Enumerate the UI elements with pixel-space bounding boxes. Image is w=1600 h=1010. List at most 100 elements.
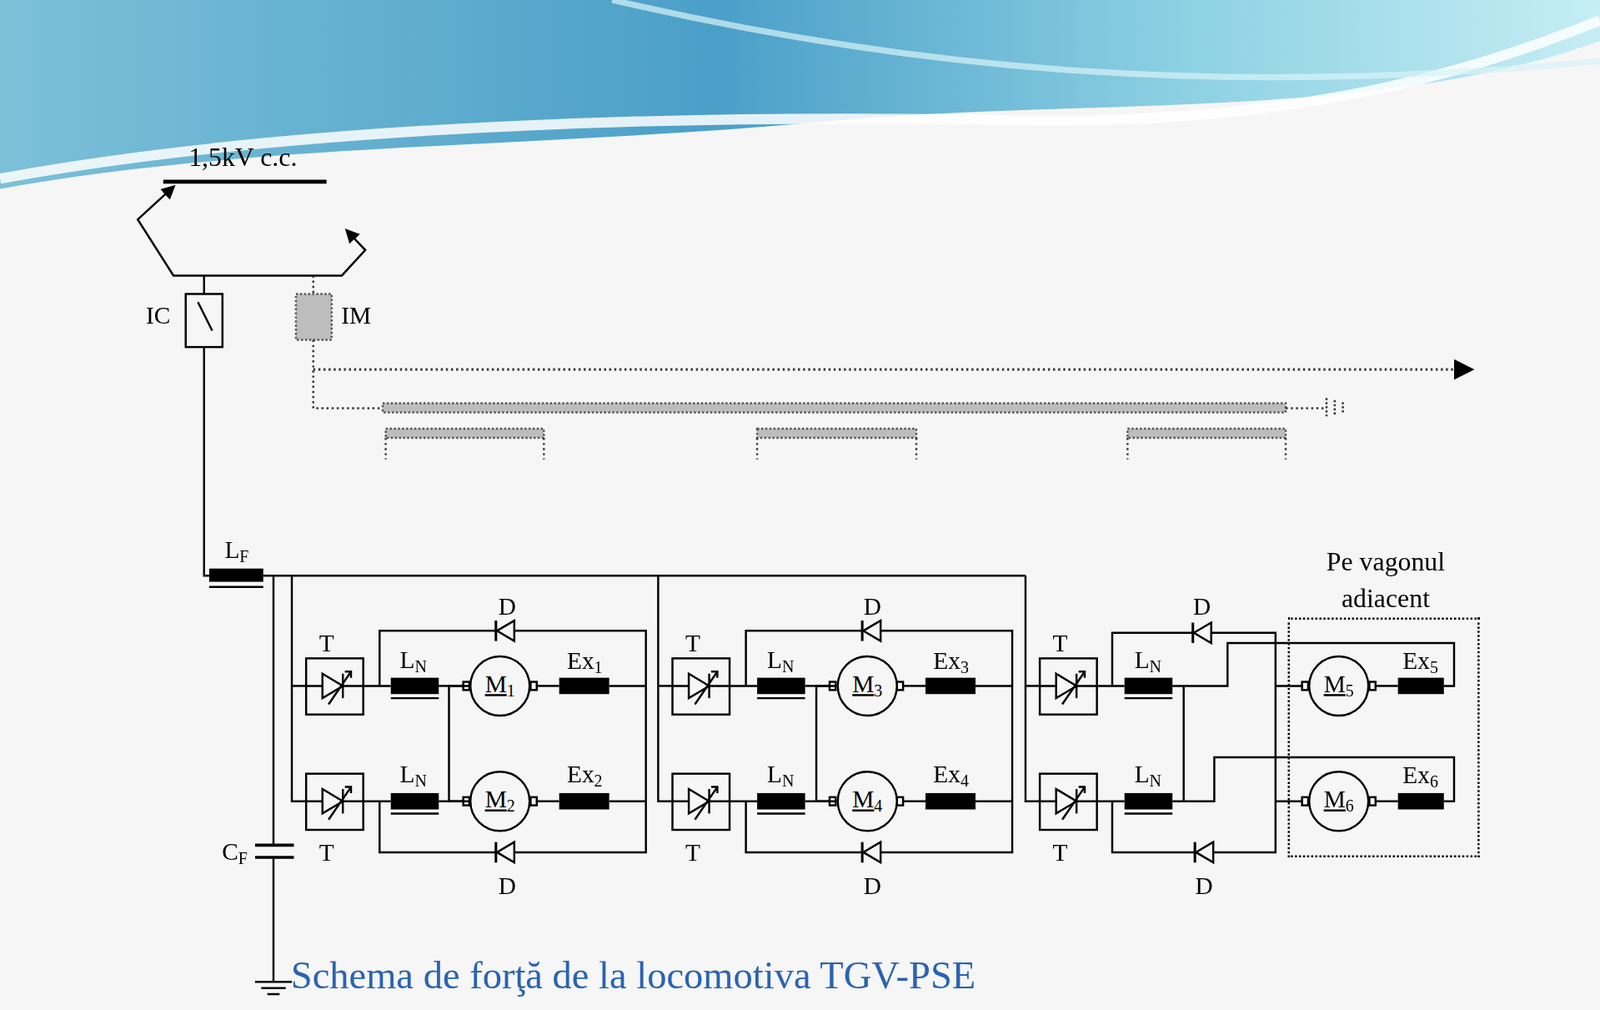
wire [975, 800, 1013, 803]
subscript: 4 [960, 770, 969, 790]
auxiliary-switch [295, 293, 332, 340]
subscript: 6 [1345, 796, 1355, 816]
auxiliary-bus [386, 428, 545, 438]
wire [1025, 575, 1040, 801]
motor-label: M5 [1324, 672, 1355, 701]
symbol-letter: M [852, 786, 874, 813]
motor-circle: M4 [837, 770, 898, 832]
thyristor-box [672, 657, 731, 714]
component-label: IC [145, 302, 171, 327]
motor-terminal [530, 682, 537, 691]
wire [915, 437, 918, 460]
symbol-letter: L [399, 646, 415, 673]
component-label: T [319, 839, 335, 864]
wire [291, 684, 306, 687]
component-label: CF [221, 838, 248, 868]
thyristor-gate [1062, 787, 1085, 820]
inductor-symbol [1124, 792, 1174, 810]
thyristor-gate [1078, 787, 1085, 793]
excitation-winding [925, 677, 976, 695]
subscript: 6 [1429, 772, 1439, 792]
thyristor-gate [345, 787, 352, 793]
breaker-contact [197, 301, 212, 331]
wire [1285, 406, 1325, 409]
inductor-symbol [757, 792, 806, 810]
subscript: N [782, 656, 794, 676]
excitation-winding [559, 792, 610, 810]
ground-symbol [1341, 401, 1344, 415]
component-label: Ex6 [1402, 762, 1439, 792]
component-label: Ex4 [932, 761, 969, 790]
banner-swoosh [611, 0, 1600, 78]
slide-title: Schema de forţă de la locomotiva TGV-PSE [290, 953, 976, 997]
subscript: N [782, 770, 794, 790]
inductor-symbol [757, 677, 806, 695]
thyristor-gate [345, 671, 352, 678]
thyristor-gate [1078, 671, 1085, 678]
subscript: 2 [594, 770, 603, 790]
component-label: T [1053, 839, 1069, 864]
wire [1375, 800, 1399, 803]
inductor-symbol [391, 677, 440, 695]
auxiliary-bus [382, 402, 1286, 412]
region-heading: Pe vagonul adiacent [1284, 543, 1489, 617]
wire [756, 437, 758, 460]
subscript: F [239, 546, 249, 566]
component-label: T [1053, 630, 1069, 655]
component-label: LN [1134, 761, 1162, 790]
subscript: 4 [873, 796, 883, 816]
ground-symbol [1325, 397, 1328, 418]
symbol-letter: Ex [566, 647, 595, 674]
wire [1375, 684, 1399, 687]
subscript: N [414, 656, 427, 676]
component-label: IM [341, 302, 372, 327]
symbol-letter: M [485, 670, 507, 698]
subscript: 1 [594, 657, 603, 678]
subscript: 3 [960, 657, 969, 678]
inductor-core [757, 812, 806, 814]
component-label: T [685, 839, 701, 864]
component-label: Ex3 [932, 648, 969, 678]
symbol-letter: M [1324, 786, 1346, 813]
catenary [163, 179, 327, 184]
filter-inductor [209, 568, 264, 582]
banner [0, 0, 1600, 189]
wire [1112, 632, 1276, 853]
thyristor-gate [1062, 671, 1085, 704]
motor-terminal [530, 797, 537, 806]
symbol-letter: Ex [932, 647, 961, 674]
component-label: T [685, 630, 701, 655]
component-label: Ex5 [1402, 648, 1439, 678]
subscript: 3 [873, 681, 883, 701]
inductor-symbol [391, 792, 440, 810]
symbol-letter: L [1134, 760, 1150, 788]
diode-bar [494, 842, 497, 863]
wire [902, 684, 926, 687]
auxiliary-bus [1127, 428, 1286, 438]
diode-bar [1191, 622, 1194, 643]
inductor-core [1124, 812, 1174, 814]
symbol-letter: L [1134, 646, 1150, 673]
excitation-winding [1398, 677, 1445, 695]
inductor-core [757, 697, 806, 699]
wire [536, 800, 560, 803]
component-label: LN [399, 647, 427, 676]
diode-symbol [1195, 842, 1214, 863]
wire [311, 275, 314, 294]
wire [313, 340, 383, 409]
motor-circle: M3 [837, 655, 898, 717]
wire [363, 800, 392, 803]
component-label: Ex2 [566, 761, 603, 790]
thyristor-symbol [1056, 788, 1077, 813]
thyristor-gate [328, 671, 352, 704]
wire [657, 684, 673, 687]
inductor-symbol [1124, 677, 1174, 695]
subscript: 2 [506, 796, 516, 816]
wire [902, 800, 926, 803]
wire [746, 630, 1013, 853]
subscript: 1 [506, 681, 516, 701]
pantograph [137, 186, 366, 276]
thyristor-gate [694, 671, 718, 704]
thyristor-box [1039, 773, 1098, 830]
capacitor-plate [255, 843, 295, 848]
